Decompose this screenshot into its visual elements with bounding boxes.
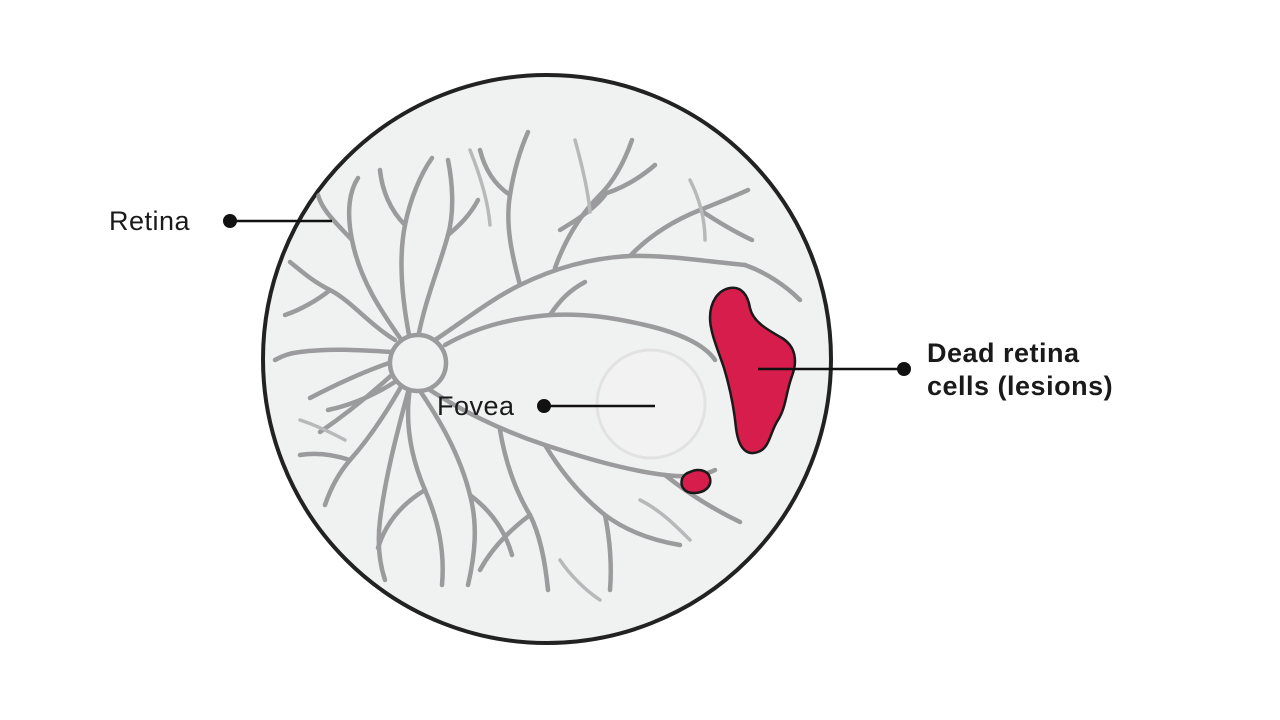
vessel-branch <box>468 148 492 227</box>
vessel-branch <box>467 492 515 558</box>
vessel-branch <box>315 192 355 243</box>
callout-dot-fovea <box>537 399 551 413</box>
vessel-branch <box>282 287 333 318</box>
vessel-branch <box>297 451 353 463</box>
vessel-branch <box>477 147 513 198</box>
label-dead-line1: Dead retina <box>927 338 1080 368</box>
label-retina: Retina <box>109 206 191 236</box>
callouts <box>223 214 911 413</box>
vessel-branch <box>376 389 411 583</box>
vessel-branch <box>272 347 395 363</box>
vessel-branch <box>325 377 401 413</box>
vessel-branch <box>432 253 748 343</box>
label-dead-line2: cells (lesions) <box>927 371 1114 401</box>
lesion-large <box>708 286 797 455</box>
vessel-branch <box>558 558 602 602</box>
fovea-circle <box>595 348 707 460</box>
blood-vessels <box>272 129 803 593</box>
vessel-branch <box>742 262 803 303</box>
vessel-branch <box>377 167 408 228</box>
label-dead-retina-cells: Dead retina cells (lesions) <box>927 337 1113 403</box>
vessel-branch <box>638 498 692 542</box>
vessel-branch <box>573 138 592 214</box>
vessel-branch <box>557 192 608 233</box>
vessel-branch <box>477 512 533 573</box>
vessel-branch <box>298 418 347 442</box>
vessel-branch <box>445 197 481 238</box>
vessel-branch <box>697 207 755 243</box>
label-fovea: Fovea <box>437 391 515 421</box>
vessel-branch <box>307 359 395 401</box>
callout-dot-retina <box>223 214 237 228</box>
vessel-branch <box>317 369 398 435</box>
vessel-branch <box>688 178 707 242</box>
vessel-branch <box>442 312 718 363</box>
vessel-branch <box>602 512 614 593</box>
lesion-small <box>680 468 712 495</box>
vessel-branch <box>547 279 588 318</box>
optic-disc <box>387 332 449 394</box>
callout-dot-lesions <box>897 362 911 376</box>
vessel-branch <box>662 472 743 525</box>
